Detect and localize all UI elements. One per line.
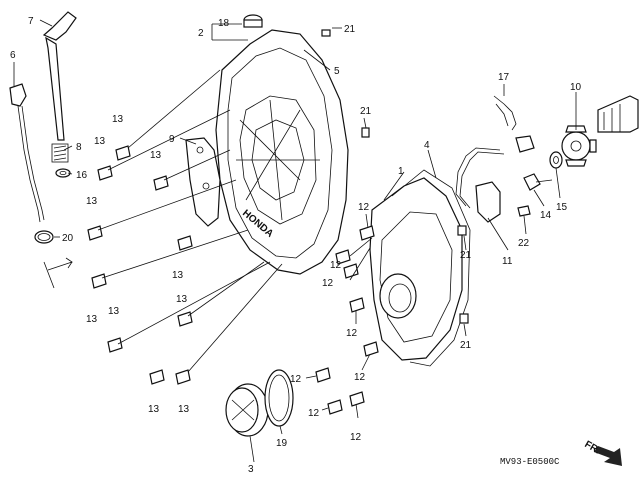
callout-labels: 7 6 8 16 20 18 2 21 5 9 13 13 13 13 13 1… (10, 16, 582, 475)
callout-12-d: 12 (346, 328, 358, 339)
pulse-generator-11 (455, 135, 535, 223)
front-direction-arrow: FR. (583, 439, 622, 466)
callout-13-b: 13 (94, 136, 106, 147)
direction-arrow-left (43, 257, 73, 289)
callout-12-g: 12 (308, 408, 320, 419)
grommet-17 (493, 95, 517, 131)
callout-3: 3 (248, 464, 254, 475)
callout-2: 2 (198, 28, 204, 39)
bolts-13-group (87, 145, 193, 385)
callout-10: 10 (570, 82, 582, 93)
callout-7: 7 (28, 16, 34, 27)
callout-12-f: 12 (290, 374, 302, 385)
washer-15 (549, 151, 563, 169)
callout-13-f: 13 (86, 314, 98, 325)
callout-13-c: 13 (150, 150, 162, 161)
gasket-9-part (185, 137, 221, 227)
o-ring-20 (34, 230, 54, 244)
bolt-22 (517, 205, 531, 217)
bolts-12-group (315, 225, 379, 415)
callout-4: 4 (424, 140, 430, 151)
callout-13-e: 13 (172, 270, 184, 281)
callout-14: 14 (540, 210, 552, 221)
spring-8-part (51, 143, 69, 163)
callout-21-top: 21 (344, 24, 356, 35)
callout-17: 17 (498, 72, 510, 83)
pulse-generator-cover-part (369, 177, 463, 361)
rotor-10 (561, 125, 597, 167)
dowel-21-right-a (457, 225, 467, 236)
callout-8: 8 (76, 142, 82, 153)
dowel-21-right-b (459, 313, 469, 324)
callout-21-right-a: 21 (460, 250, 472, 261)
dowel-21-mid (361, 127, 370, 138)
leader-lines (13, 19, 577, 463)
callout-5: 5 (334, 66, 340, 77)
gasket-4-part (391, 169, 471, 367)
callout-13-d: 13 (86, 196, 98, 207)
callout-22: 22 (518, 238, 530, 249)
callout-15: 15 (556, 202, 568, 213)
callout-13-h: 13 (108, 306, 120, 317)
callout-12-e: 12 (354, 372, 366, 383)
front-label: FR. (583, 439, 603, 457)
callout-18: 18 (218, 18, 230, 29)
callout-21-right-b: 21 (460, 340, 472, 351)
drawing-code: MV93-E0500C (500, 457, 560, 467)
clutch-cover-part: HONDA (215, 29, 349, 275)
o-ring-19 (264, 369, 294, 427)
callout-16: 16 (76, 170, 88, 181)
callout-12-h: 12 (350, 432, 362, 443)
callout-11: 11 (502, 256, 513, 267)
dowel-21-top (321, 29, 331, 37)
oil-plug-3 (225, 383, 269, 437)
callout-13-i: 13 (148, 404, 160, 415)
washer-16 (55, 168, 71, 178)
callout-12-c: 12 (322, 278, 334, 289)
callout-13-g: 13 (176, 294, 188, 305)
dipstick-part (9, 83, 45, 223)
bolt-14 (523, 173, 553, 191)
callout-9: 9 (169, 134, 175, 145)
callout-20: 20 (62, 233, 74, 244)
oil-filler-cap-18 (243, 14, 263, 28)
callout-13-j: 13 (178, 404, 190, 415)
shift-shaft-part (42, 11, 77, 141)
callout-19: 19 (276, 438, 288, 449)
callout-6: 6 (10, 50, 16, 61)
callout-13-a: 13 (112, 114, 124, 125)
callout-21-mid: 21 (360, 106, 372, 117)
callout-12-a: 12 (358, 202, 370, 213)
callout-12-b: 12 (330, 260, 342, 271)
crankshaft-end (597, 95, 639, 133)
callout-1: 1 (398, 166, 404, 177)
